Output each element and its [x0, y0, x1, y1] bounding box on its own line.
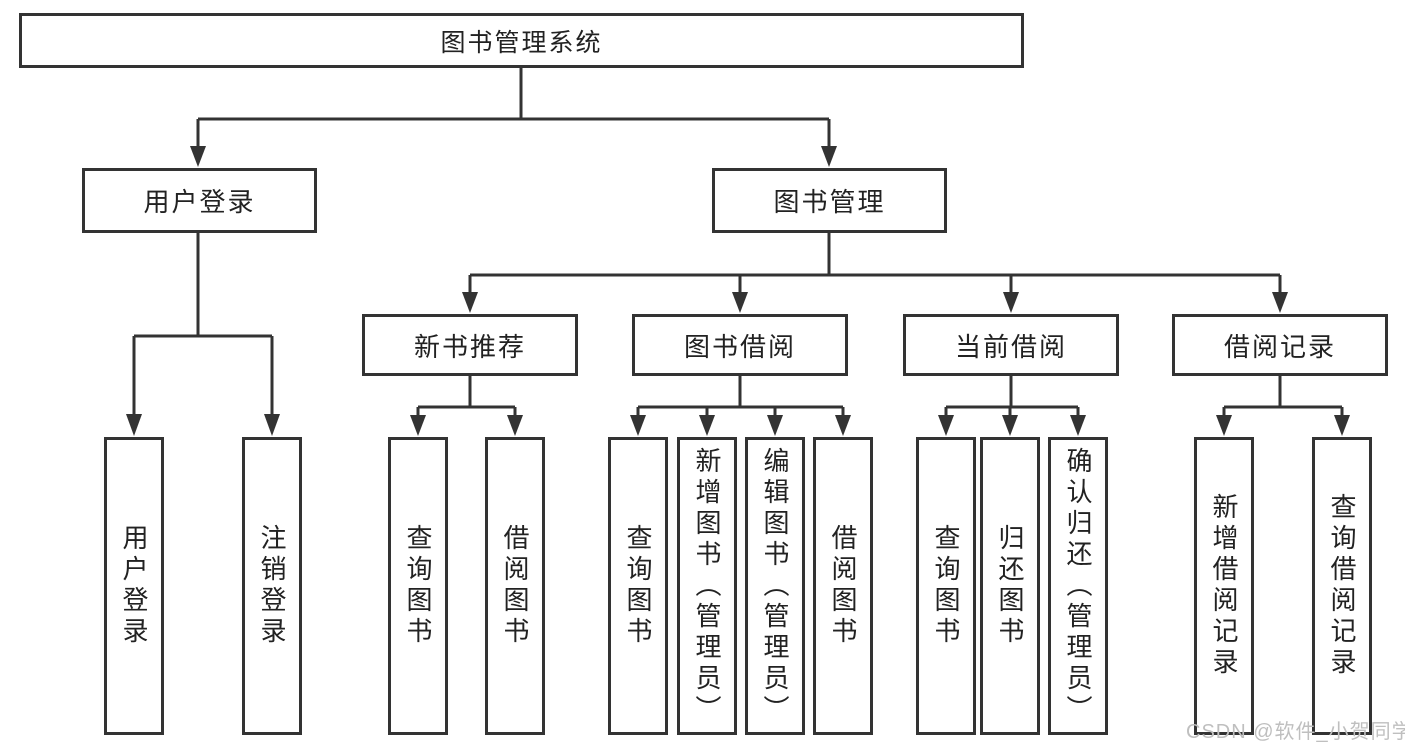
leaf-add-books-admin: 新增图书（管理员） — [677, 437, 737, 735]
root-node-library-system: 图书管理系统 — [19, 13, 1024, 68]
connector-new-book-to-leaves — [416, 376, 517, 415]
leaf-query-books-recommend: 查询图书 — [388, 437, 448, 735]
arrowheads-book-management-to-level3 — [462, 292, 1288, 313]
node-user-login: 用户登录 — [82, 168, 317, 233]
leaf-return-books-label: 归还图书 — [995, 524, 1025, 648]
leaf-query-books-borrow-label: 查询图书 — [623, 524, 653, 648]
arrowheads-user-login-to-leaves — [126, 414, 280, 436]
leaf-borrow-books-recommend-label: 借阅图书 — [500, 524, 530, 648]
arrowheads-new-book-to-leaves — [410, 415, 523, 436]
leaf-edit-books-admin-label: 编辑图书（管理员） — [760, 446, 790, 726]
connector-borrow-records-to-leaves — [1222, 376, 1344, 415]
root-node-label: 图书管理系统 — [440, 28, 603, 57]
node-book-management: 图书管理 — [712, 168, 947, 233]
leaf-query-books-current-label: 查询图书 — [931, 524, 961, 648]
leaf-add-books-admin-label: 新增图书（管理员） — [692, 446, 722, 726]
leaf-query-books-recommend-label: 查询图书 — [403, 524, 433, 648]
node-borrow-records-label: 借阅记录 — [1223, 331, 1336, 362]
leaf-query-books-current: 查询图书 — [916, 437, 976, 735]
arrowheads-book-borrow-to-leaves — [630, 415, 851, 436]
leaf-logout: 注销登录 — [242, 437, 302, 735]
connector-book-management-to-level3 — [468, 233, 1282, 292]
connector-current-borrow-to-leaves — [944, 376, 1080, 415]
leaf-add-borrow-record-label: 新增借阅记录 — [1209, 493, 1239, 679]
connector-root-to-level2 — [196, 68, 831, 146]
node-current-borrow: 当前借阅 — [903, 314, 1119, 376]
node-book-management-label: 图书管理 — [773, 187, 886, 217]
leaf-confirm-return-admin: 确认归还（管理员） — [1048, 437, 1108, 735]
node-book-borrow-label: 图书借阅 — [683, 331, 796, 362]
node-current-borrow-label: 当前借阅 — [954, 331, 1067, 362]
arrowheads-root-to-level2 — [190, 146, 837, 167]
node-new-book-recommend: 新书推荐 — [362, 314, 578, 376]
leaf-user-login: 用户登录 — [104, 437, 164, 735]
leaf-borrow-books-label: 借阅图书 — [828, 524, 858, 648]
node-book-borrow: 图书借阅 — [632, 314, 848, 376]
node-new-book-recommend-label: 新书推荐 — [413, 331, 526, 362]
leaf-add-borrow-record: 新增借阅记录 — [1194, 437, 1254, 735]
leaf-query-borrow-record: 查询借阅记录 — [1312, 437, 1372, 735]
node-borrow-records: 借阅记录 — [1172, 314, 1388, 376]
leaf-user-login-label: 用户登录 — [119, 524, 149, 648]
leaf-return-books: 归还图书 — [980, 437, 1040, 735]
csdn-watermark: CSDN @软件_小贺同学 — [1186, 721, 1405, 743]
arrowheads-borrow-records-to-leaves — [1216, 415, 1350, 436]
leaf-edit-books-admin: 编辑图书（管理员） — [745, 437, 805, 735]
leaf-borrow-books-recommend: 借阅图书 — [485, 437, 545, 735]
arrowheads-current-borrow-to-leaves — [938, 415, 1086, 436]
node-user-login-label: 用户登录 — [143, 187, 256, 217]
leaf-borrow-books: 借阅图书 — [813, 437, 873, 735]
connector-user-login-to-leaves — [132, 233, 274, 414]
leaf-query-borrow-record-label: 查询借阅记录 — [1327, 493, 1357, 679]
leaf-confirm-return-admin-label: 确认归还（管理员） — [1063, 446, 1093, 726]
leaf-query-books-borrow: 查询图书 — [608, 437, 668, 735]
leaf-logout-label: 注销登录 — [257, 524, 287, 648]
connector-book-borrow-to-leaves — [636, 376, 845, 415]
